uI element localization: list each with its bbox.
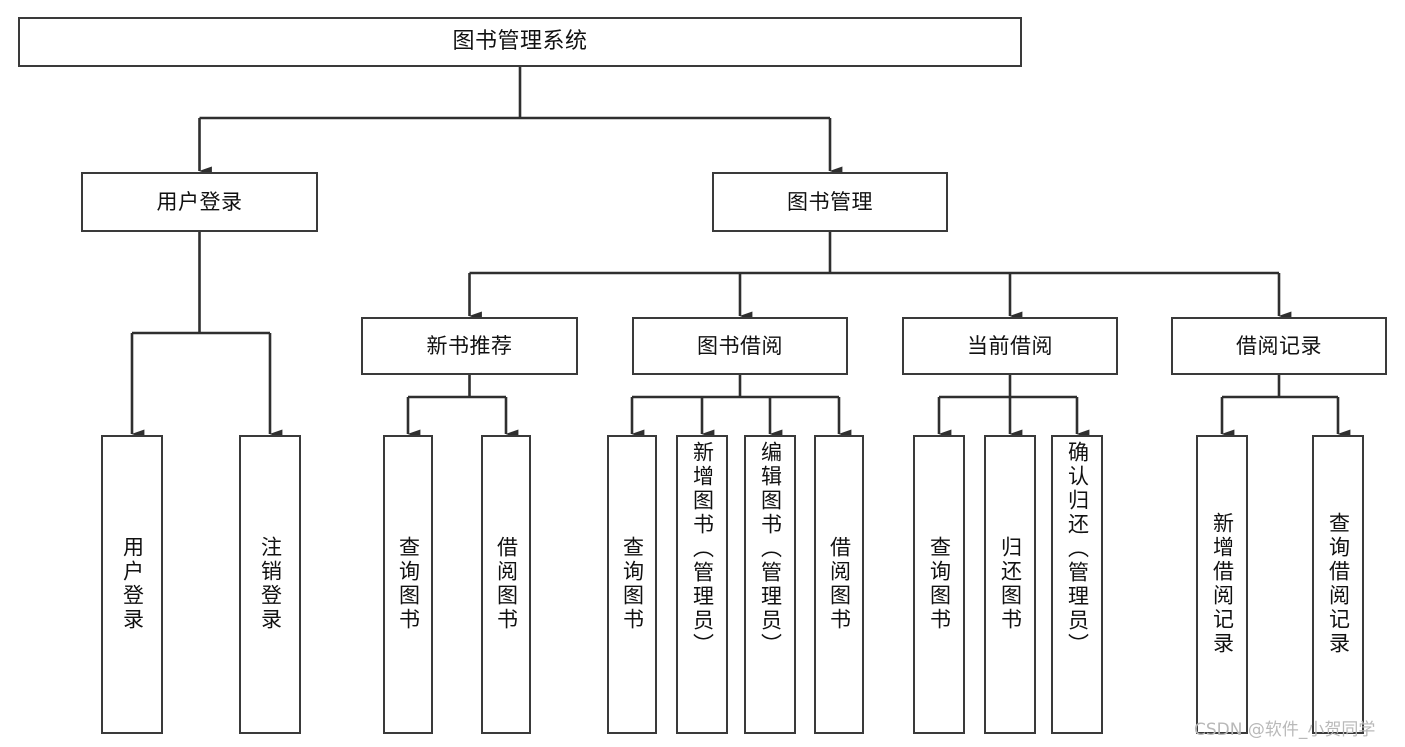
node-leaf-query-record[interactable]: 查询借阅记录 — [1312, 435, 1364, 734]
node-leaf-query-book-1[interactable]: 查询图书 — [383, 435, 433, 734]
node-new-book-rec[interactable]: 新书推荐 — [361, 317, 578, 375]
node-label: 新增借阅记录 — [1210, 511, 1235, 656]
node-leaf-confirm-return[interactable]: 确认归还（管理员） — [1051, 435, 1103, 734]
node-leaf-borrow-book-2[interactable]: 借阅图书 — [814, 435, 864, 734]
node-leaf-query-book-3[interactable]: 查询图书 — [913, 435, 965, 734]
node-current-borrow[interactable]: 当前借阅 — [902, 317, 1118, 375]
node-book-manage[interactable]: 图书管理 — [712, 172, 948, 232]
node-borrow-record[interactable]: 借阅记录 — [1171, 317, 1387, 375]
watermark-text: CSDN @软件_小贺同学 — [1194, 720, 1376, 740]
node-label: 借阅图书 — [494, 535, 519, 632]
node-leaf-add-book[interactable]: 新增图书（管理员） — [676, 435, 728, 734]
node-label: 借阅记录 — [1236, 333, 1322, 358]
node-label: 新书推荐 — [426, 333, 513, 358]
node-leaf-return-book[interactable]: 归还图书 — [984, 435, 1036, 734]
node-label: 图书借阅 — [697, 333, 783, 358]
node-label: 查询借阅记录 — [1326, 511, 1351, 656]
node-leaf-add-record[interactable]: 新增借阅记录 — [1196, 435, 1248, 734]
node-label: 查询图书 — [927, 535, 952, 632]
node-label: 查询图书 — [396, 535, 421, 632]
node-label: 借阅图书 — [827, 535, 852, 632]
node-leaf-edit-book[interactable]: 编辑图书（管理员） — [744, 435, 796, 734]
node-label: 编辑图书（管理员） — [758, 441, 783, 657]
node-label: 确认归还（管理员） — [1065, 441, 1090, 657]
node-leaf-user-login[interactable]: 用户登录 — [101, 435, 163, 734]
node-leaf-query-book-2[interactable]: 查询图书 — [607, 435, 657, 734]
node-label: 新增图书（管理员） — [690, 441, 715, 657]
node-label: 归还图书 — [998, 535, 1023, 632]
node-book-borrow[interactable]: 图书借阅 — [632, 317, 848, 375]
node-leaf-logout[interactable]: 注销登录 — [239, 435, 301, 734]
node-label: 查询图书 — [620, 535, 645, 632]
node-label: 当前借阅 — [967, 333, 1053, 358]
node-label: 用户登录 — [120, 535, 145, 632]
node-label: 用户登录 — [156, 189, 243, 214]
node-user-login[interactable]: 用户登录 — [81, 172, 318, 232]
node-leaf-borrow-book-1[interactable]: 借阅图书 — [481, 435, 531, 734]
node-root[interactable]: 图书管理系统 — [18, 17, 1022, 67]
node-label: 图书管理 — [787, 189, 873, 214]
node-label: 注销登录 — [258, 535, 283, 632]
node-label: 图书管理系统 — [452, 29, 588, 55]
